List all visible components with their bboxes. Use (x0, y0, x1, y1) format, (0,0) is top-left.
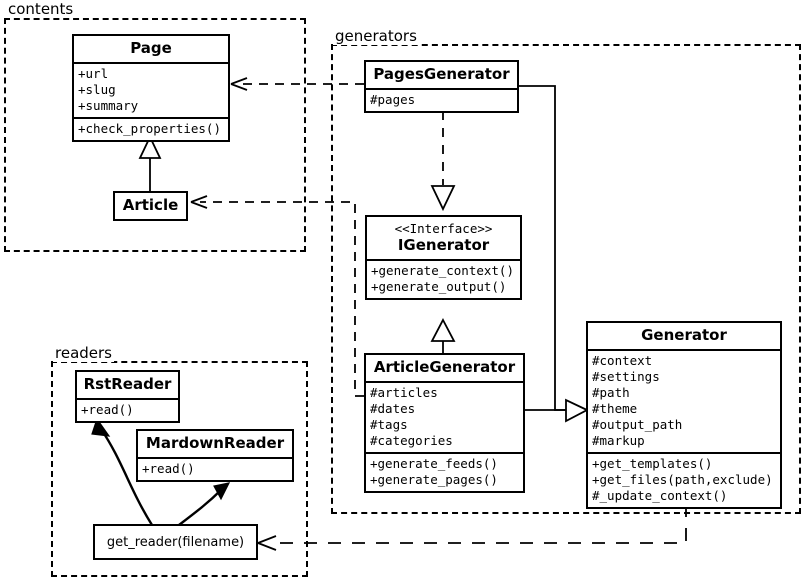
attribute-row: +slug (78, 82, 116, 97)
package-label-contents: contents (6, 0, 76, 18)
method-row: +generate_feeds() (370, 456, 498, 471)
attribute-row: #markup (592, 433, 645, 448)
class-box-pagesgenerator[interactable]: PagesGenerator #pages (364, 60, 519, 113)
package-label-generators: generators (333, 27, 419, 45)
function-box-get-reader[interactable]: get_reader(filename) (93, 524, 258, 560)
class-attributes-generator: #context #settings #path #theme #output_… (588, 349, 780, 452)
attribute-row: #tags (370, 417, 408, 432)
attribute-row: #theme (592, 401, 638, 416)
attribute-row: #path (592, 385, 630, 400)
class-box-articlegenerator[interactable]: ArticleGenerator #articles #dates #tags … (364, 353, 525, 493)
class-stereotype-igenerator: <<Interface>> (394, 221, 493, 236)
method-row: +check_properties() (78, 121, 221, 136)
class-methods-rstreader: +read() (77, 398, 178, 421)
class-name-generator: Generator (641, 326, 727, 344)
class-methods-igenerator: +generate_context() +generate_output() (367, 259, 520, 298)
attribute-row: #settings (592, 369, 660, 384)
method-row: #_update_context() (592, 488, 728, 503)
attribute-row: +url (78, 66, 109, 81)
class-name-igenerator: IGenerator (397, 236, 490, 254)
function-name-get-reader: get_reader(filename) (106, 534, 245, 550)
package-label-readers: readers (53, 344, 114, 362)
class-attributes-page: +url +slug +summary (74, 62, 228, 117)
class-name-page: Page (130, 39, 172, 57)
method-row: +read() (142, 461, 195, 476)
method-row: +generate_pages() (370, 472, 498, 487)
method-row: +generate_output() (371, 279, 507, 294)
method-row: +get_templates() (592, 456, 713, 471)
class-name-article: Article (122, 196, 179, 214)
method-row: +generate_context() (371, 263, 514, 278)
attribute-row: #output_path (592, 417, 683, 432)
attribute-row: #context (592, 353, 653, 368)
class-methods-page: +check_properties() (74, 117, 228, 140)
attribute-row: #dates (370, 401, 416, 416)
class-box-page[interactable]: Page +url +slug +summary +check_properti… (72, 34, 230, 142)
class-name-rstreader: RstReader (83, 375, 172, 393)
method-row: +get_files(path,exclude) (592, 472, 773, 487)
class-name-articlegenerator: ArticleGenerator (373, 358, 516, 376)
package-frame-contents (4, 18, 306, 252)
class-box-igenerator[interactable]: <<Interface>> IGenerator +generate_conte… (365, 215, 522, 300)
class-attributes-articlegenerator: #articles #dates #tags #categories (366, 381, 523, 452)
attribute-row: #categories (370, 433, 453, 448)
method-row: +read() (81, 402, 134, 417)
attribute-row: #pages (370, 92, 416, 107)
class-attributes-pagesgenerator: #pages (366, 88, 517, 111)
class-box-mardownreader[interactable]: MardownReader +read() (136, 429, 294, 482)
class-box-generator[interactable]: Generator #context #settings #path #them… (586, 321, 782, 509)
package-frame-readers (51, 361, 308, 577)
attribute-row: #articles (370, 385, 438, 400)
class-methods-mardownreader: +read() (138, 457, 292, 480)
class-name-pagesgenerator: PagesGenerator (373, 65, 510, 83)
class-name-mardownreader: MardownReader (145, 434, 285, 452)
class-box-article[interactable]: Article (113, 191, 188, 221)
class-methods-generator: +get_templates() +get_files(path,exclude… (588, 452, 780, 507)
attribute-row: +summary (78, 98, 139, 113)
class-methods-articlegenerator: +generate_feeds() +generate_pages() (366, 452, 523, 491)
class-box-rstreader[interactable]: RstReader +read() (75, 370, 180, 423)
